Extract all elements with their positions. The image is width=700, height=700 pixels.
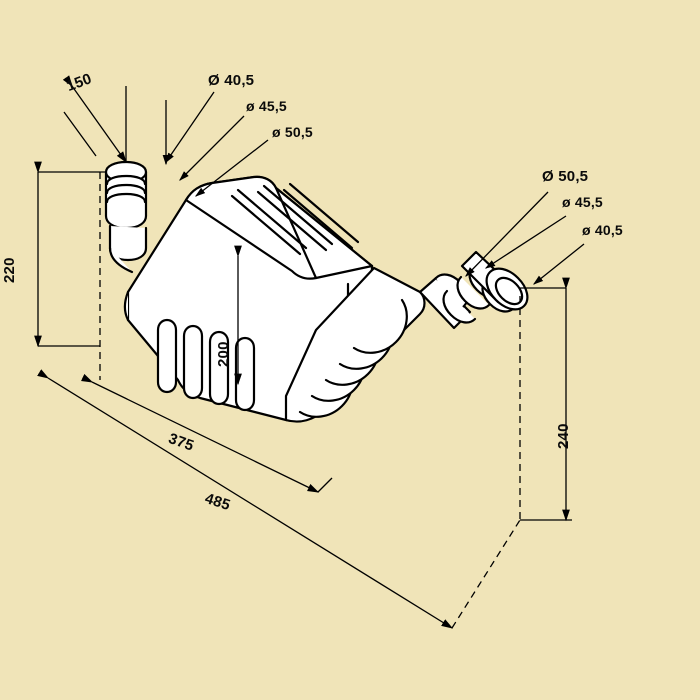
inlet-barb-ring-3 <box>105 192 147 204</box>
leader-40-5-right <box>532 243 585 285</box>
leader-50-5-right <box>465 191 549 277</box>
dim-150-ext-1 <box>63 111 97 157</box>
leader-40-5-left <box>165 91 215 164</box>
diameter-label-left-40-5: Ø 40,5 <box>208 72 255 89</box>
dim-label-200: 200 <box>215 341 232 367</box>
outlet-barb-ring-b <box>456 275 491 310</box>
leader-50-5-left <box>194 139 269 197</box>
leader-45-5-right <box>484 215 567 269</box>
housing-left-contour <box>123 290 130 322</box>
leader-45-5-left <box>179 115 245 181</box>
inlet-barb-ring-1 <box>105 174 147 186</box>
dimension-lines <box>34 75 585 629</box>
inlet-to-housing <box>108 246 134 274</box>
dim-150-line <box>62 75 127 164</box>
diameter-label-right-50-5: Ø 50,5 <box>542 168 589 185</box>
dim-485-ext <box>451 519 521 629</box>
top-rib-1 <box>230 188 308 256</box>
dim-375-tick <box>317 477 333 493</box>
diameter-label-right-45-5: ø 45,5 <box>562 194 603 210</box>
strainer-slot-4 <box>234 336 256 412</box>
strainer-slot-1 <box>156 318 178 394</box>
bellows-ring-5 <box>352 298 408 354</box>
strainer-slot-2 <box>182 324 204 400</box>
inlet-barb-ring-2 <box>105 183 147 195</box>
housing-top-edge <box>274 186 318 280</box>
diameter-label-left-50-5: ø 50,5 <box>272 124 313 140</box>
diameter-label-left-45-5: ø 45,5 <box>246 98 287 114</box>
housing-top-cover <box>184 175 374 280</box>
dim-label-220: 220 <box>1 257 18 283</box>
dim-485-line <box>37 369 454 629</box>
diameter-label-right-40-5: ø 40,5 <box>582 222 623 238</box>
pump-body-group <box>104 160 529 423</box>
dim-label-240: 240 <box>555 423 572 449</box>
top-rib-3 <box>282 182 360 250</box>
top-rib-2 <box>256 184 334 252</box>
outlet-barb-ring-a <box>442 289 477 324</box>
